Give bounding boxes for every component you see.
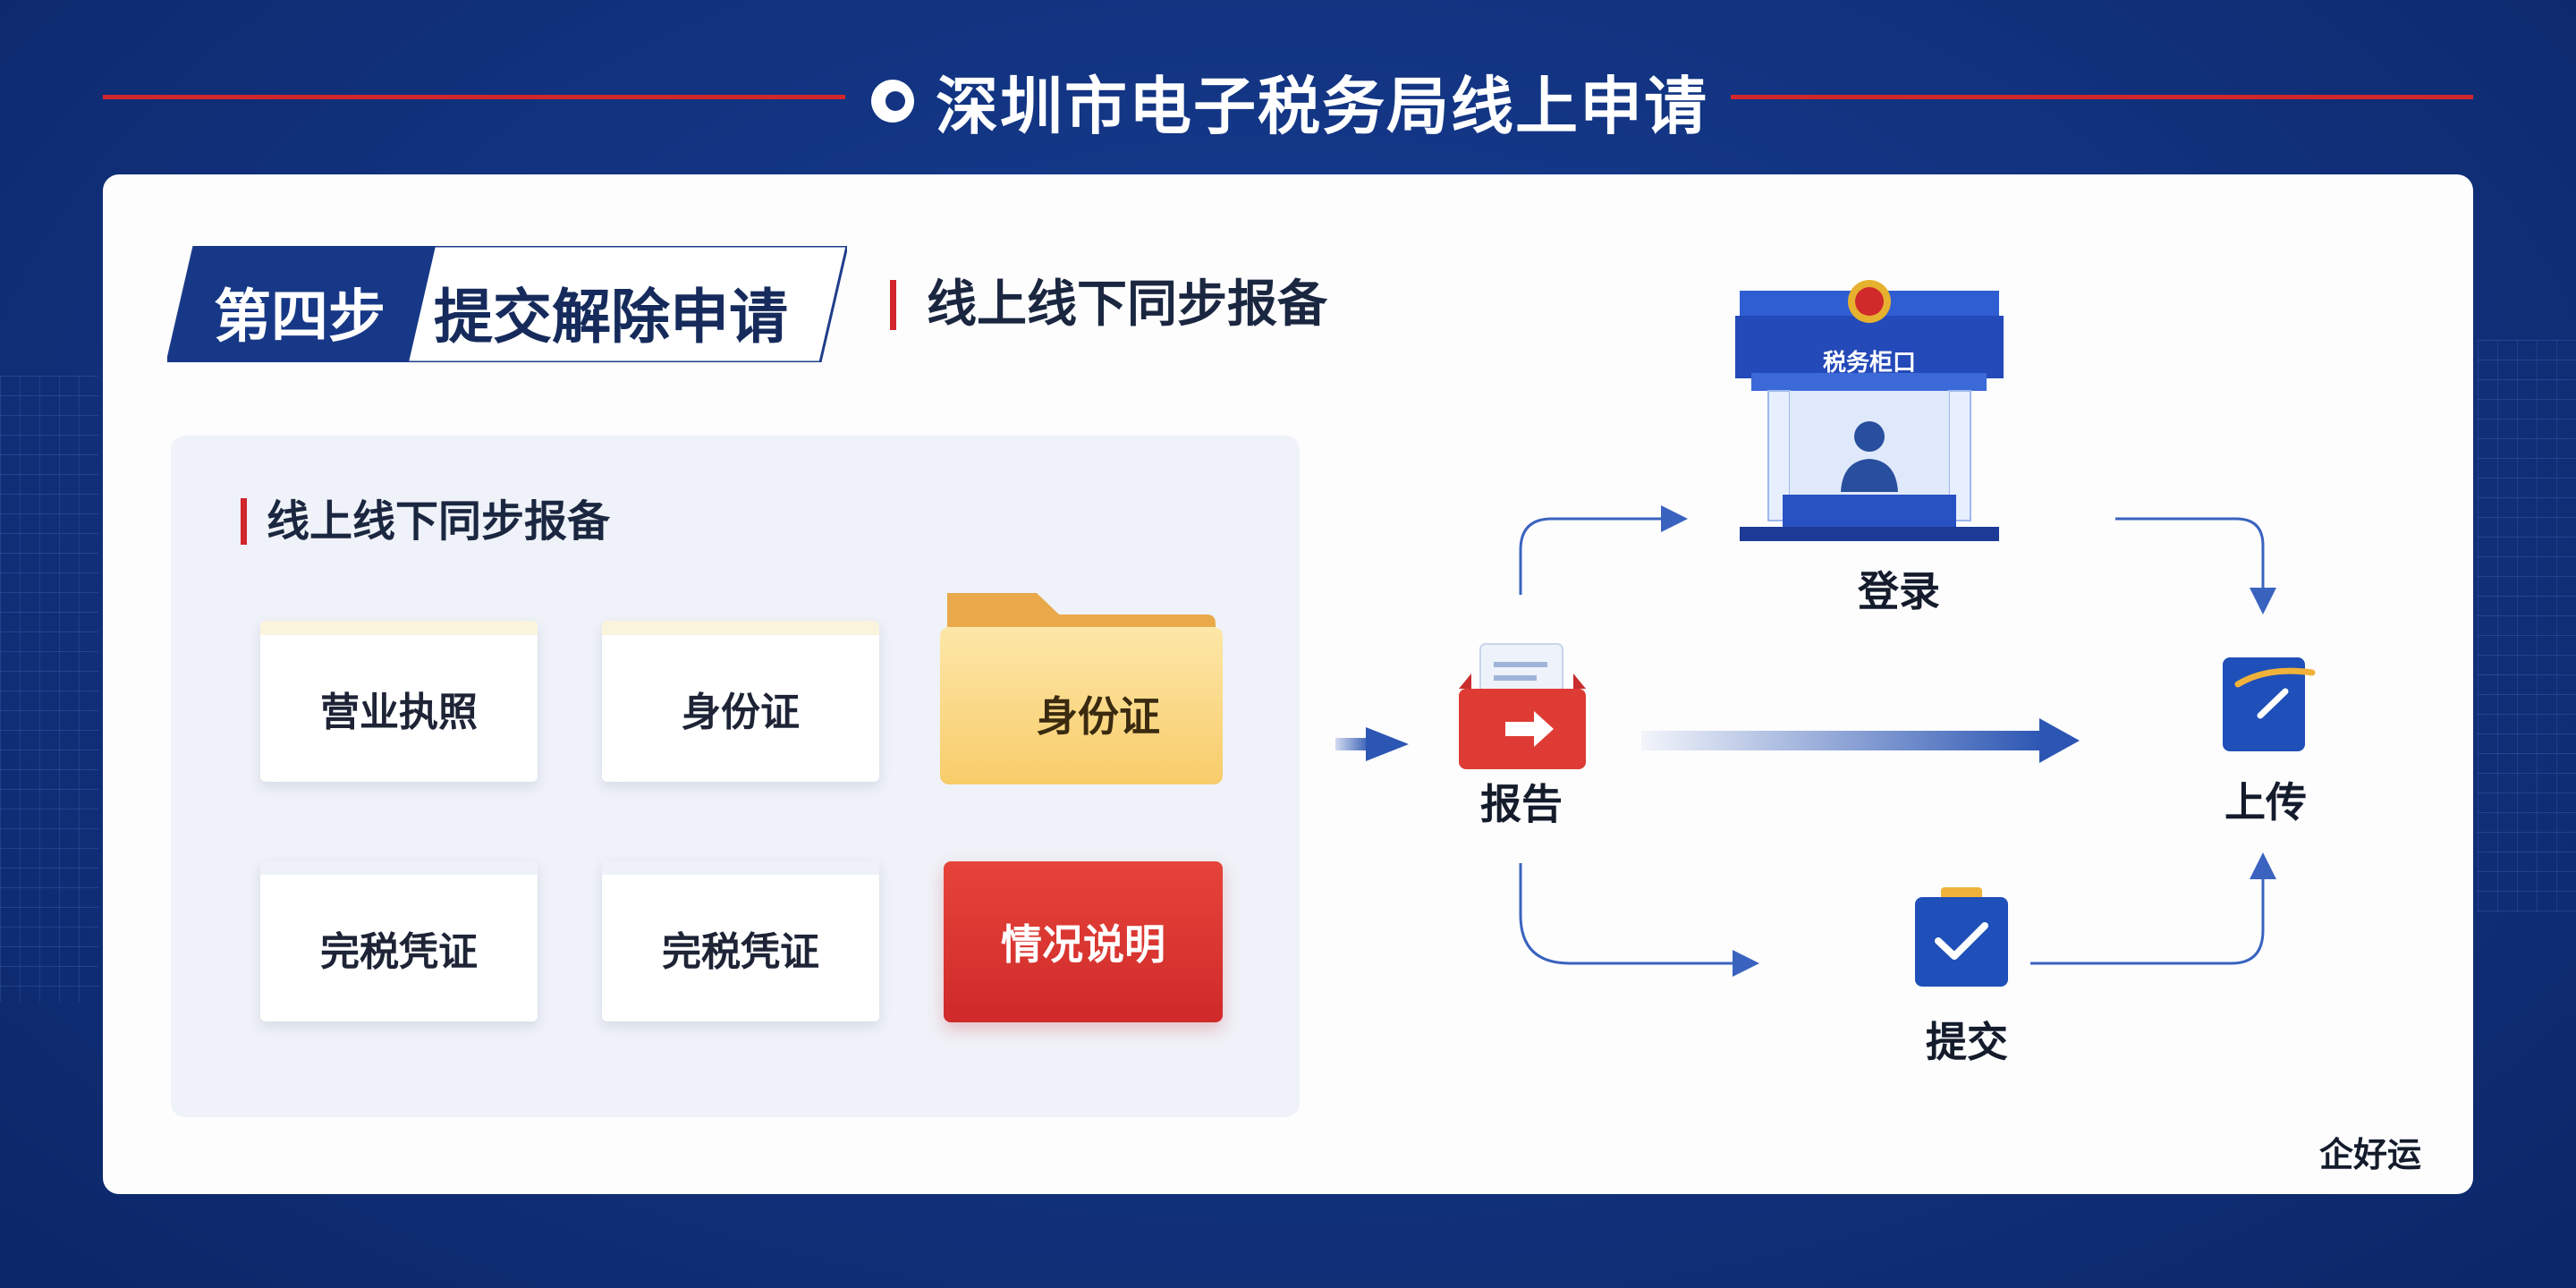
step-badge: 第四步 提交解除申请 — [167, 246, 847, 362]
flow-node-submit: 提交 — [1926, 1018, 2008, 1066]
page-title: 深圳市电子税务局线上申请 — [936, 69, 1708, 143]
step-number: 第四步 — [214, 284, 386, 351]
upload-icon — [2223, 657, 2316, 751]
submit-clipboard-icon — [1915, 887, 2008, 987]
brand-label: 企好运 — [2318, 1135, 2421, 1174]
document-card: 营业执照 — [260, 621, 538, 782]
document-card: 完税凭证 — [602, 860, 879, 1021]
connector-report-to-submit — [1519, 863, 1759, 977]
header-divider-left — [103, 95, 845, 99]
folder-icon — [940, 593, 1223, 784]
report-inbox-icon — [1459, 643, 1586, 769]
office-sign: 税务柜口 — [1823, 350, 1916, 377]
panel-title: 线上线下同步报备 — [241, 498, 610, 545]
background-grid-left — [0, 376, 98, 1002]
connector-submit-to-upload — [2030, 852, 2276, 965]
flow-node-login: 登录 — [1858, 567, 1940, 615]
documents-panel: 线上线下同步报备 营业执照 身份证 身份证 完税凭证 完税凭证 情况说明 — [171, 436, 1300, 1117]
step-title: 提交解除申请 — [434, 283, 788, 352]
connector-login-to-upload — [2115, 517, 2276, 614]
flow-node-upload: 上传 — [2224, 778, 2307, 826]
statement-card: 情况说明 — [944, 861, 1223, 1022]
main-flow-arrow — [1641, 718, 2080, 763]
connector-report-to-login — [1519, 505, 1688, 595]
header-divider-right — [1731, 95, 2473, 99]
page-header: 深圳市电子税务局线上申请 — [0, 52, 2576, 150]
flow-diagram: 税务柜口 — [1335, 280, 2316, 987]
document-card: 身份证 — [602, 621, 879, 782]
content-card: 第四步 提交解除申请 线上线下同步报备 线上线下同步报备 营业执照 身份证 身份… — [103, 174, 2473, 1194]
tax-office-building-icon — [1735, 280, 2004, 541]
step-subtitle: 线上线下同步报备 — [890, 280, 1327, 330]
folder-label: 身份证 — [1037, 692, 1160, 741]
location-pin-icon — [871, 80, 914, 123]
background-grid-right — [2478, 340, 2576, 912]
incoming-arrow — [1335, 727, 1409, 761]
document-card: 完税凭证 — [260, 860, 538, 1021]
flow-node-report: 报告 — [1480, 780, 1563, 828]
